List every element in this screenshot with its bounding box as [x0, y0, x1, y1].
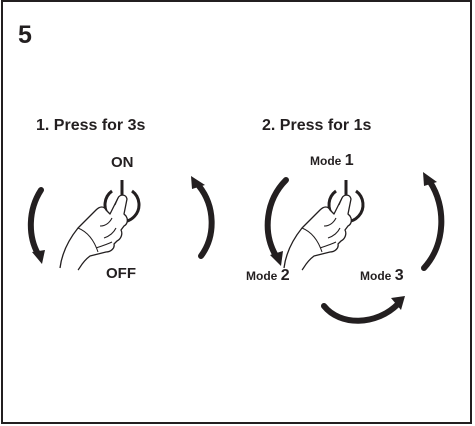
- mode-word: Mode: [310, 154, 342, 168]
- mode-number: 2: [280, 267, 290, 284]
- curved-arrow-icon: [264, 177, 289, 266]
- mode-2-label: Mode 2: [246, 268, 290, 284]
- step-number: 5: [18, 21, 32, 49]
- right-heading: 2. Press for 1s: [262, 117, 372, 134]
- on-label: ON: [111, 154, 134, 171]
- pressing-hand-icon: [59, 194, 128, 271]
- mode-word: Mode: [246, 269, 278, 283]
- mode-number: 1: [344, 152, 354, 169]
- curved-arrow-icon: [27, 187, 45, 264]
- mode-number: 3: [394, 267, 404, 284]
- pressing-hand-icon: [283, 194, 352, 271]
- mode-word: Mode: [360, 269, 392, 283]
- off-label: OFF: [106, 265, 136, 282]
- curved-arrow-icon: [421, 172, 445, 271]
- left-heading: 1. Press for 3s: [36, 117, 146, 134]
- mode-3-label: Mode 3: [360, 268, 404, 284]
- curved-arrow-icon: [321, 296, 405, 324]
- curved-arrow-icon: [191, 176, 215, 259]
- mode-1-label: Mode 1: [310, 153, 354, 169]
